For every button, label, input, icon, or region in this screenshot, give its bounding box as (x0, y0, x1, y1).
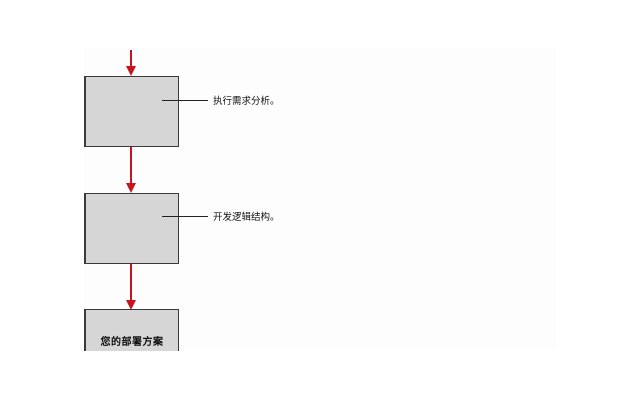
arrowhead-in-icon (126, 66, 136, 76)
arrow-line-2-3 (130, 264, 132, 301)
arrow-line-in (130, 50, 132, 68)
leader-line-2 (162, 216, 208, 217)
step-note-1: 执行需求分析。 (213, 96, 280, 107)
step-note-2: 开发逻辑结构。 (213, 212, 280, 223)
arrow-line-1-2 (130, 147, 132, 184)
step-box-3: 您的部署方案 (84, 309, 179, 351)
step-box-1 (84, 76, 179, 147)
arrowhead-1-2-icon (126, 183, 136, 193)
step-title-3: 您的部署方案 (100, 337, 164, 348)
leader-line-1 (162, 100, 208, 101)
step-box-2 (84, 193, 179, 264)
arrowhead-2-3-icon (126, 300, 136, 310)
